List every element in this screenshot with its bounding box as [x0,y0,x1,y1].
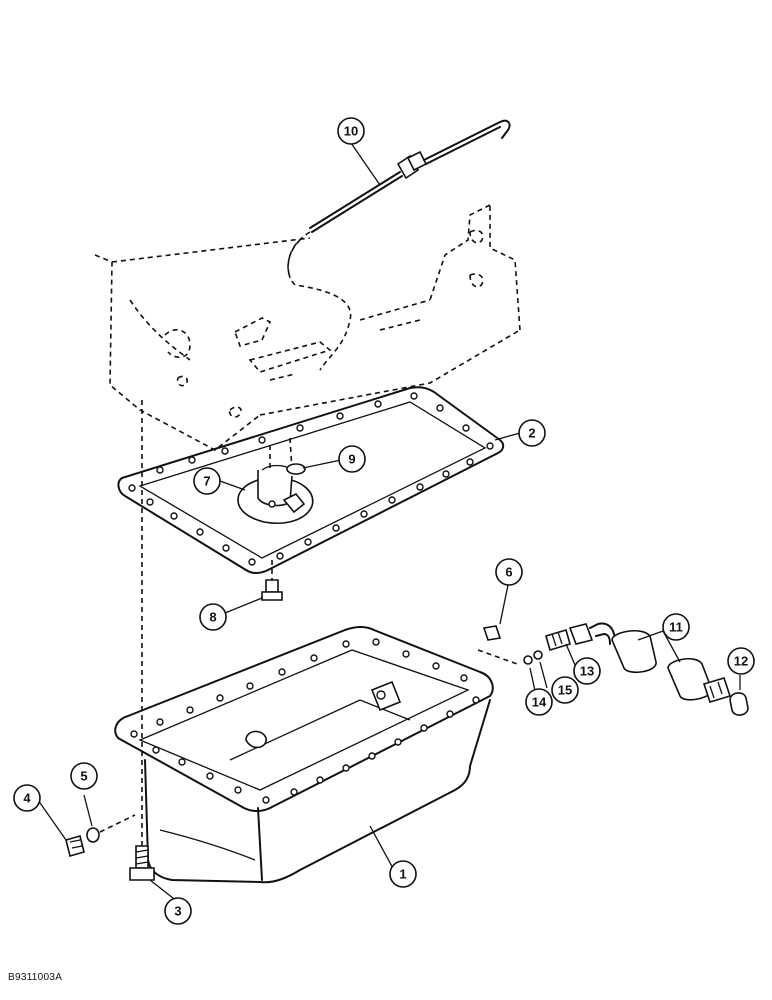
svg-text:3: 3 [174,904,181,919]
pan-bolt [261,560,283,601]
svg-text:11: 11 [669,620,683,635]
pan-fitting [477,625,521,666]
drain-plug [65,835,85,857]
engine-block-outline [94,204,521,451]
svg-text:8: 8 [209,610,216,625]
svg-text:7: 7 [203,474,210,489]
callout-4: 4 [13,784,41,812]
svg-text:4: 4 [23,791,31,806]
dipstick [287,119,511,279]
callout-6: 6 [495,558,523,586]
leader-lines [37,142,741,903]
svg-text:13: 13 [580,664,594,679]
callout-2: 2 [518,419,546,447]
fill-tube-cap [729,692,749,716]
callout-7: 7 [193,467,221,495]
callout-10: 10 [337,117,365,145]
callout-5: 5 [70,762,98,790]
fill-tube-assembly [545,622,732,703]
fill-tube-o-ring-15 [533,650,543,660]
oil-pan-flange-holes [130,638,480,804]
drain-plug-washer [86,827,100,843]
svg-text:12: 12 [734,654,748,669]
svg-text:2: 2 [528,426,535,441]
svg-text:6: 6 [505,565,512,580]
callout-14: 14 [525,688,553,716]
svg-text:10: 10 [344,124,358,139]
callout-13: 13 [573,657,601,685]
callout-8: 8 [199,603,227,631]
figure-reference-code: B9311003A [8,972,63,983]
fill-tube-o-ring-14 [523,655,533,665]
callout-3: 3 [164,897,192,925]
svg-text:9: 9 [348,452,355,467]
svg-text:15: 15 [558,683,572,698]
drain-axis [99,814,136,833]
pan-mounting-bolt [129,400,155,881]
oil-pan-gasket [117,386,505,574]
oil-pickup-strainer [237,437,314,524]
o-ring [286,463,306,475]
svg-text:5: 5 [80,769,87,784]
callout-15: 15 [551,676,579,704]
callout-9: 9 [338,445,366,473]
callout-1: 1 [389,860,417,888]
callout-12: 12 [727,647,755,675]
gasket-bolt-holes [128,392,494,566]
svg-text:1: 1 [399,867,406,882]
svg-text:14: 14 [532,695,547,710]
callout-11: 11 [662,613,690,641]
